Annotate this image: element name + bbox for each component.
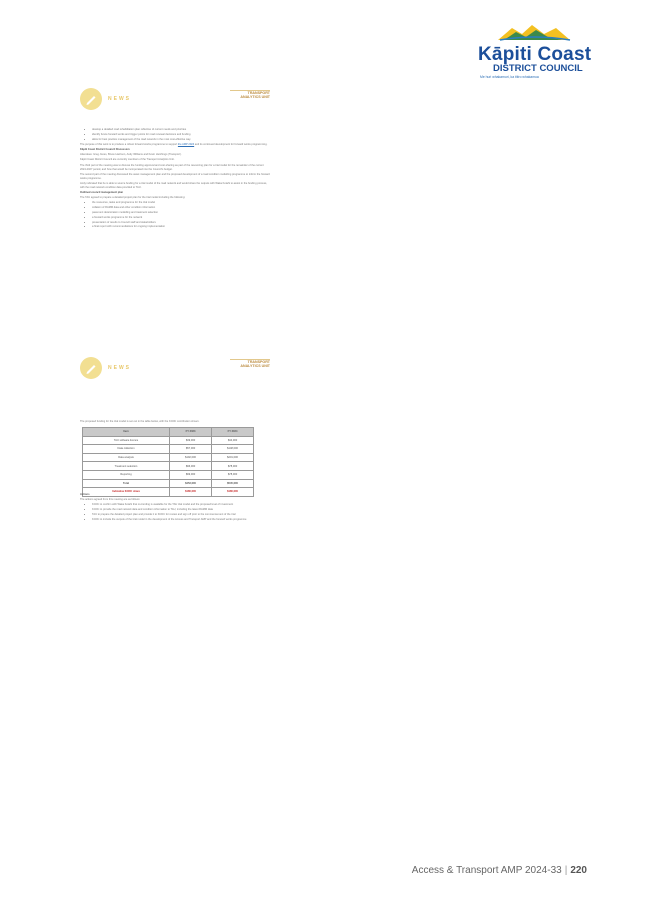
- list-item: presentation of results to Council staff…: [92, 221, 270, 225]
- list-item: KCDC to confirm with Waka Kotahi that co…: [92, 503, 270, 507]
- page-number: 220: [570, 865, 587, 876]
- header-word: NEWS: [108, 365, 131, 371]
- list-item: allow for best practice management of th…: [92, 138, 270, 142]
- list-item: TAU to prepare the detailed project plan…: [92, 513, 270, 517]
- paragraph: Kāpiti Coast District Council are curren…: [80, 158, 175, 162]
- mountain-logo-icon: [498, 25, 571, 41]
- footer-separator: |: [564, 865, 568, 876]
- header-brand-line2: ANALYTICS UNIT: [240, 94, 270, 99]
- paragraph: The third part of the meeting was to dis…: [80, 163, 264, 171]
- list-item: a forward works programme for the networ…: [92, 216, 270, 220]
- list-item: the resources, tasks and programme for t…: [92, 201, 270, 205]
- document-link[interactable]: the AMP 2024: [177, 142, 195, 146]
- header-word: NEWS: [108, 96, 131, 102]
- table-row: Reporting $99,000 $78,000: [81, 469, 254, 480]
- embedded-document-page-1: NEWS TRANSPORT ANALYTICS UNIT develop a …: [80, 88, 270, 328]
- table-row: TAU software licence $39,000 $34,000: [81, 435, 254, 446]
- table-share-row: Indicative KCDC share $180,000 $180,000: [81, 487, 254, 497]
- bullet-list-bottom: the resources, tasks and programme for t…: [80, 201, 270, 229]
- paragraph: The actions agreed from this meeting are…: [80, 498, 141, 502]
- table-row: Data collection $57,000 $148,000: [81, 444, 254, 454]
- column-header: FY 2024: [211, 427, 254, 437]
- pencil-icon: [80, 88, 102, 110]
- header-brand-line1: TRANSPORT: [247, 90, 270, 95]
- footer-document-title: Access & Transport AMP 2024-33: [411, 865, 562, 876]
- paragraph: Attendees: Greg Jones, Bruce Harrison, A…: [80, 153, 182, 157]
- header-brand-line1: TRANSPORT: [247, 359, 270, 364]
- column-header: Item: [81, 427, 171, 437]
- paragraph: The TAU agreed to prepare a detailed pro…: [80, 196, 186, 200]
- column-header: FY 2023: [169, 427, 213, 437]
- pencil-icon: [80, 357, 102, 379]
- list-item: collation of RAMM data and other conditi…: [92, 206, 270, 210]
- header-brand: TRANSPORT ANALYTICS UNIT: [230, 359, 270, 368]
- section-heading: Kāpiti Coast District Council Discussion: [80, 147, 130, 151]
- embedded-document-page-2: NEWS TRANSPORT ANALYTICS UNIT The propos…: [80, 357, 270, 612]
- paragraph: The proposed funding for the trial model…: [80, 420, 200, 423]
- header-brand: TRANSPORT ANALYTICS UNIT: [230, 90, 270, 99]
- logo-subtitle: DISTRICT COUNCIL: [493, 63, 583, 74]
- section-heading: Actions: [80, 493, 90, 496]
- page2-actions: Actions The actions agreed from this mee…: [80, 493, 270, 523]
- list-item: KCDC to include the outputs of the trial…: [92, 518, 270, 522]
- table-row: Data analysis $192,000 $201,000: [81, 452, 254, 463]
- list-item: develop a detailed road rehabilitation p…: [92, 128, 270, 132]
- page-footer: Access & Transport AMP 2024-33|220: [412, 865, 587, 876]
- section-heading: Outlined council management plan: [80, 191, 124, 195]
- funding-table: Item FY 2023 FY 2024 TAU software licenc…: [81, 427, 254, 497]
- bullet-list-top: develop a detailed road rehabilitation p…: [80, 128, 270, 142]
- paragraph: The purpose of this work is to produce a…: [80, 142, 268, 146]
- list-item: a final report with recommendations for …: [92, 225, 270, 229]
- paragraph: The second part of the meeting discussed…: [80, 172, 270, 180]
- actions-list: KCDC to confirm with Waka Kotahi that co…: [80, 503, 270, 521]
- paragraph: Andy indicated that he is able to source…: [80, 181, 268, 189]
- table-row: Treatment selection $96,000 $78,000: [81, 461, 254, 471]
- logo-title: Kāpiti Coast: [478, 44, 592, 65]
- list-item: KCDC to provide the road network data an…: [92, 508, 270, 512]
- list-item: identify future forward works and trigge…: [92, 133, 270, 137]
- page1-body: develop a detailed road rehabilitation p…: [80, 128, 270, 231]
- page2-intro: The proposed funding for the trial model…: [80, 420, 270, 425]
- table-header-row: Item FY 2023 FY 2024: [81, 427, 254, 437]
- header-brand-line2: ANALYTICS UNIT: [240, 363, 270, 368]
- table-total-row: Total $453,000 $545,000: [81, 478, 254, 489]
- list-item: pavement deterioration modelling and tre…: [92, 211, 270, 215]
- council-logo: [470, 22, 620, 82]
- logo-tagline: Me huri whakamuri, ka titiro whakamua: [480, 75, 539, 79]
